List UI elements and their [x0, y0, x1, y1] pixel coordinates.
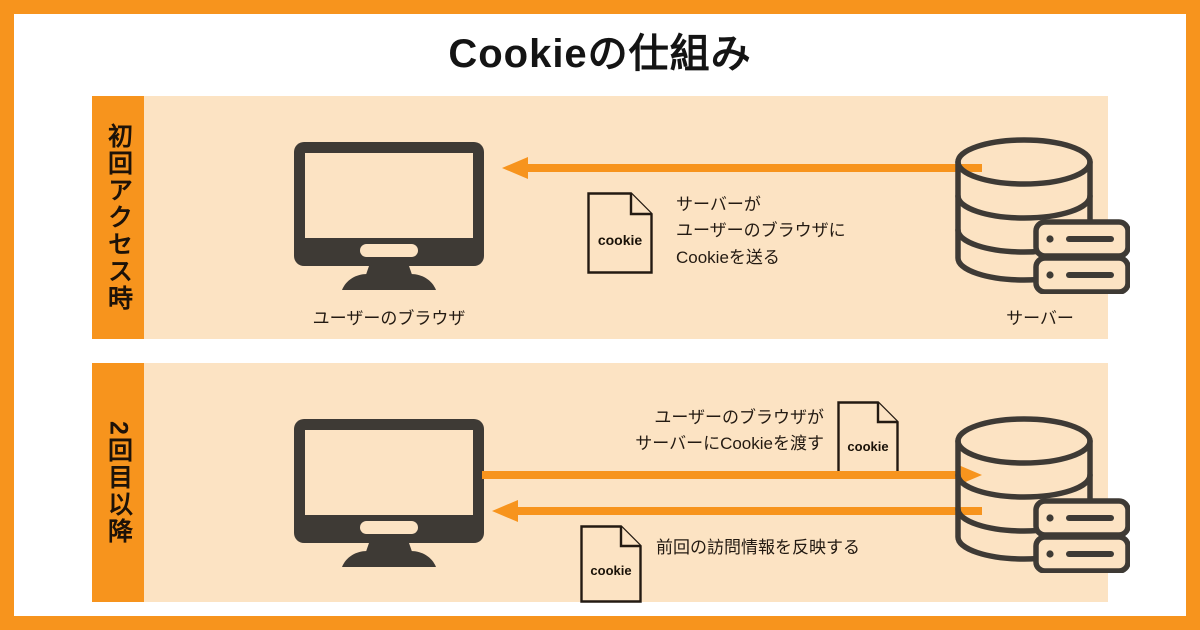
section-first-access-body: ユーザーのブラウザ cookie サーバーが ユーザーのブラウザに Cookie…	[144, 96, 1130, 339]
section-subsequent-access-body: ユーザーのブラウザが サーバーにCookieを渡す cookie	[144, 363, 1130, 603]
browser-monitor-icon	[294, 415, 484, 567]
arrow-browser-to-server	[482, 463, 982, 487]
page-title: Cookieの仕組み	[448, 32, 752, 76]
cookie-file-label: cookie	[590, 563, 632, 578]
section-subsequent-access: 2回目以降 ユーザーのブラウザが サーバーにCookieを渡す	[92, 363, 1130, 603]
cookie-file-icon-bottom: cookie	[580, 525, 642, 603]
server-caption: サーバー	[1006, 309, 1074, 328]
cookie-file-icon-top: cookie	[837, 401, 899, 479]
flow-message-browser-to-server: ユーザーのブラウザが サーバーにCookieを渡す	[635, 408, 824, 454]
flow-message-first-access: サーバーが ユーザーのブラウザに Cookieを送る	[676, 195, 846, 267]
section-tab-label: 2回目以降	[104, 420, 133, 545]
arrow-server-to-browser	[492, 499, 982, 523]
arrow-server-to-browser	[502, 156, 982, 180]
server-icon	[950, 136, 1130, 294]
section-tab-label: 初回アクセス時	[104, 123, 133, 312]
section-first-access: 初回アクセス時 ユーザーのブラウザ	[92, 96, 1130, 339]
section-tab-subsequent-access: 2回目以降	[92, 363, 144, 602]
cookie-file-label: cookie	[597, 232, 643, 248]
flow-message-reflect-previous-visit: 前回の訪問情報を反映する	[656, 538, 860, 557]
browser-monitor-icon	[294, 138, 484, 290]
cookie-file-label: cookie	[847, 439, 889, 454]
cookie-file-icon: cookie	[587, 192, 653, 274]
browser-caption: ユーザーのブラウザ	[312, 309, 466, 328]
section-tab-first-access: 初回アクセス時	[92, 96, 144, 339]
server-icon	[950, 415, 1130, 573]
